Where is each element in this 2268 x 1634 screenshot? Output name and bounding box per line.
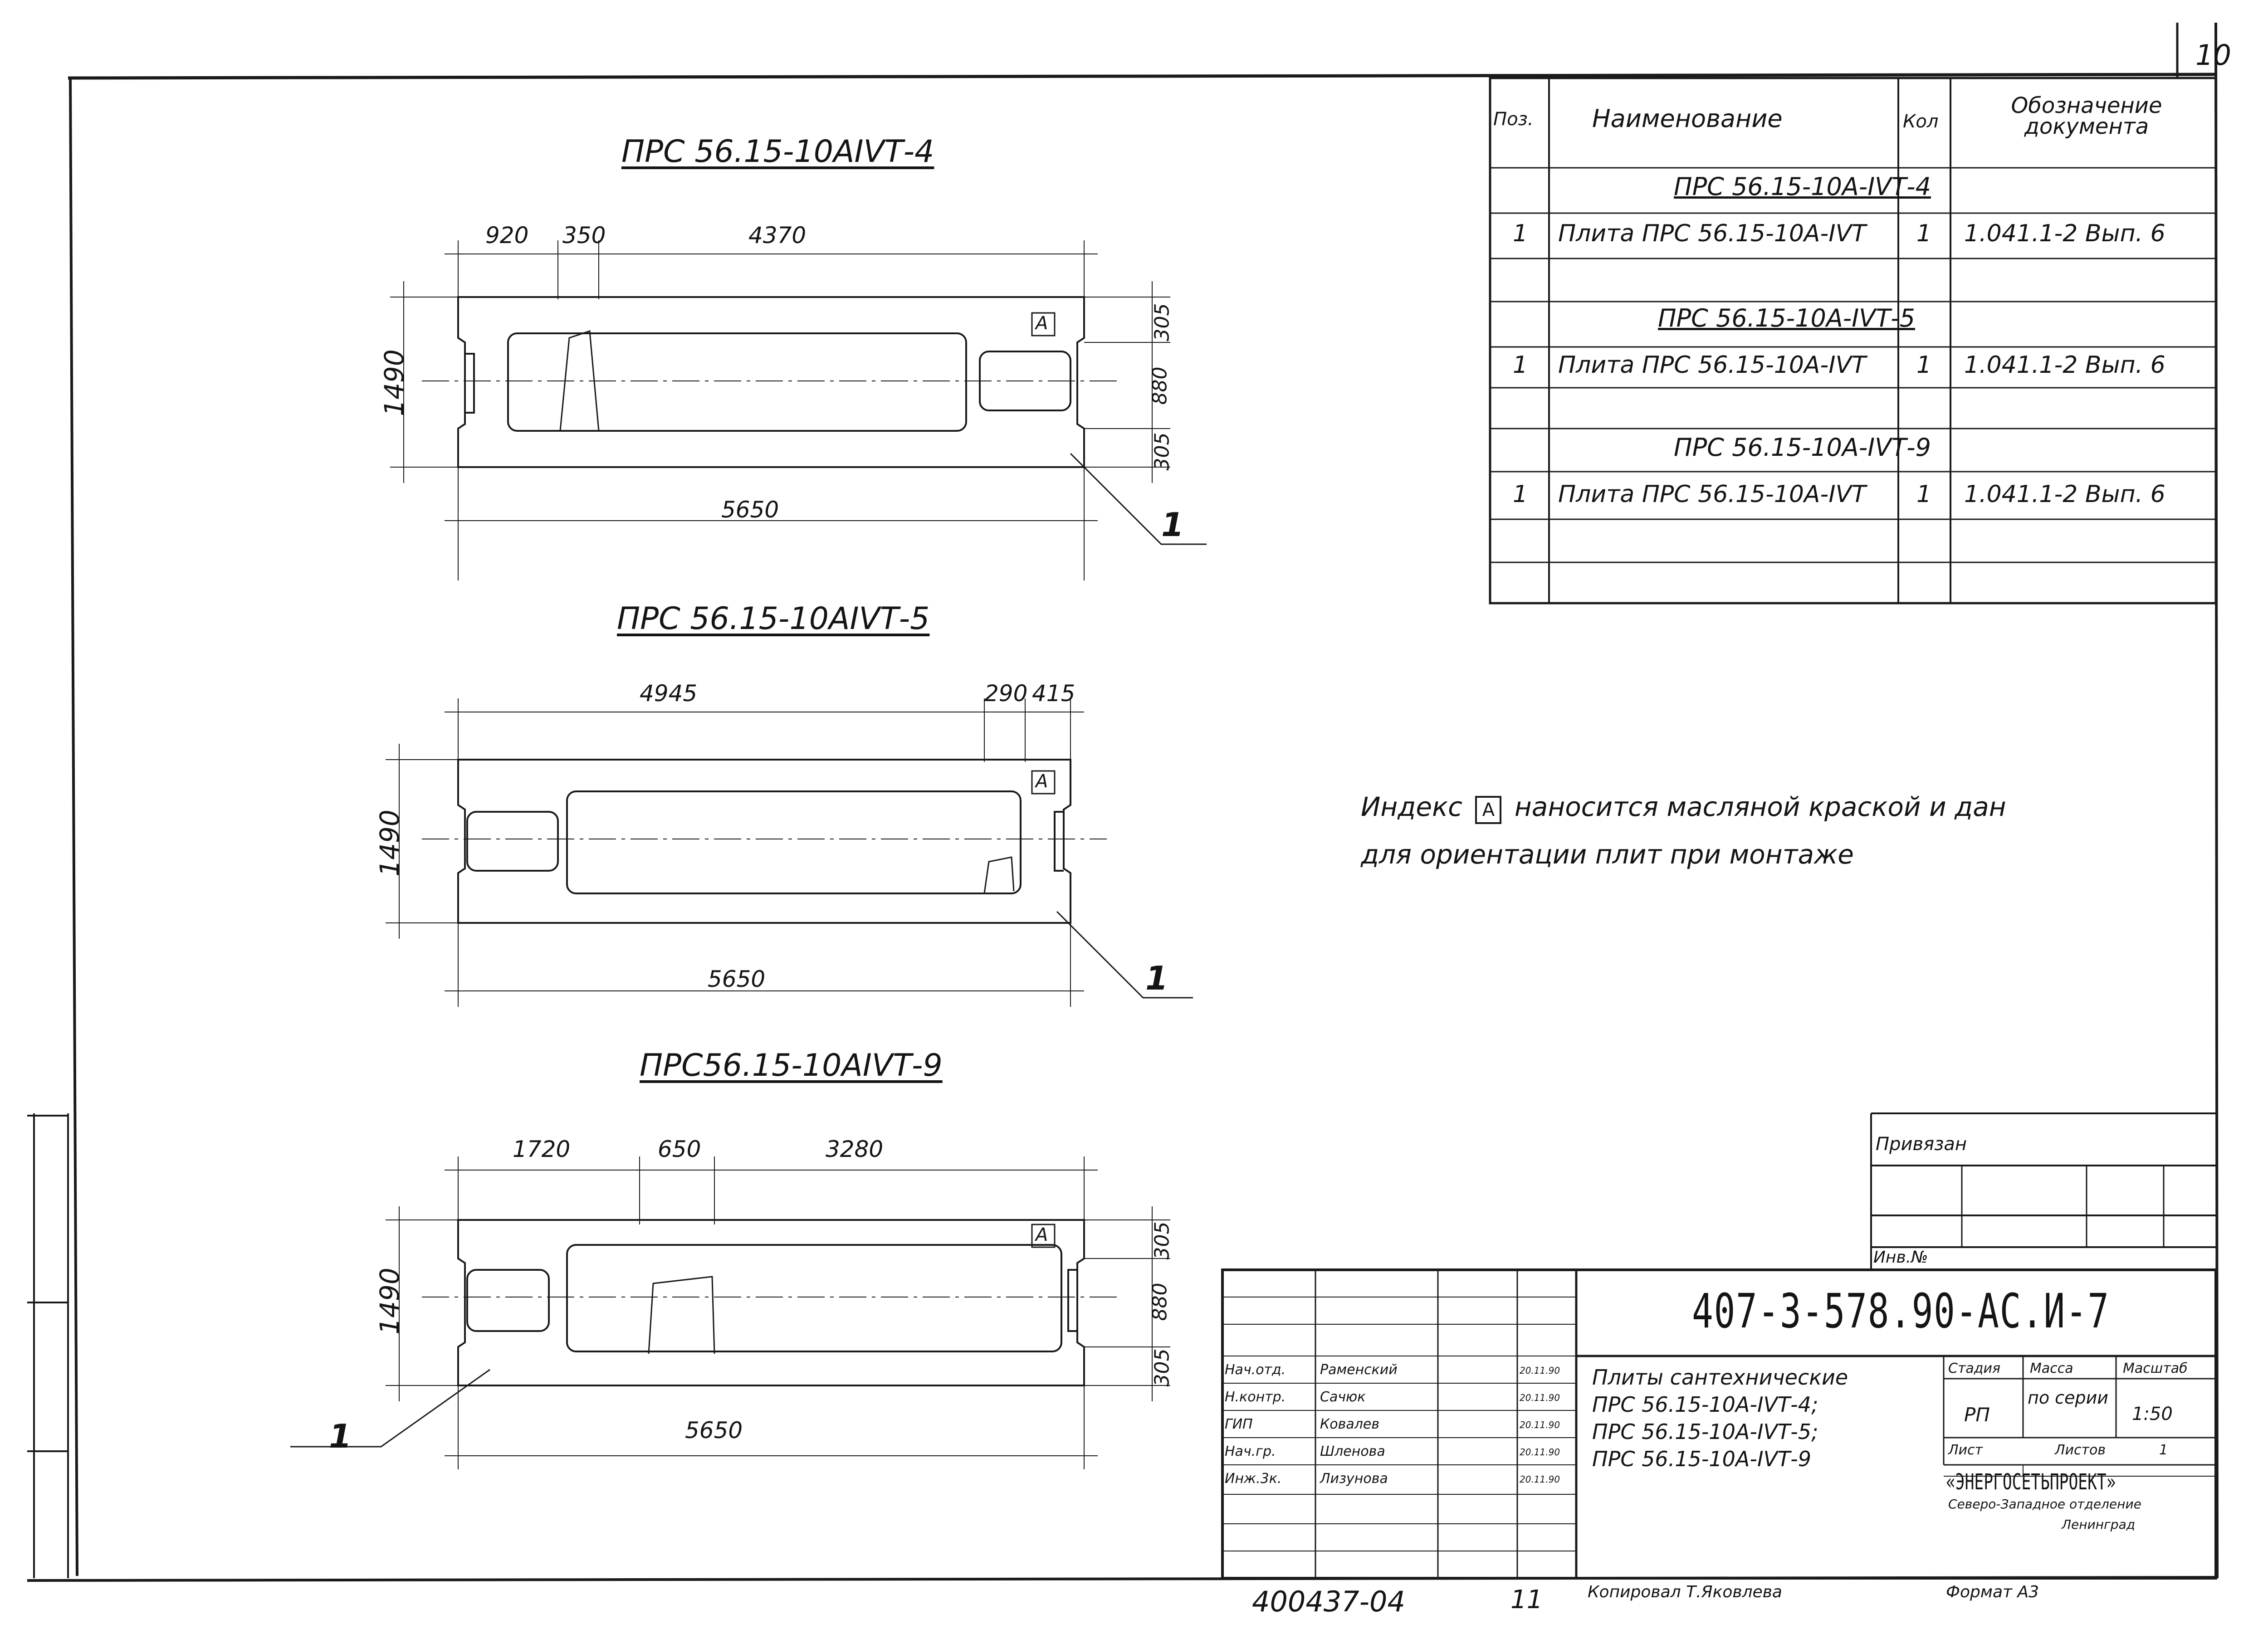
mass-label: Масса xyxy=(2030,1361,2073,1376)
drawing-2-height: 1490 xyxy=(374,810,405,877)
drawing-3-height: 1490 xyxy=(374,1268,405,1335)
desc-line-1: Плиты сантехнические xyxy=(1592,1365,1848,1390)
mass-value: по серии xyxy=(2028,1388,2108,1408)
desc-line-2: ПРС 56.15-10А-IVТ-4; xyxy=(1592,1392,1818,1417)
drawing-3-index: А xyxy=(1036,1224,1048,1245)
drawing-1-dim-right-2: 880 xyxy=(1148,366,1172,405)
sig-role-4: Нач.гр. xyxy=(1225,1444,1276,1459)
spec-header-name: Наименование xyxy=(1592,104,1783,133)
spec-doc-1: 1.041.1-2 Вып. 6 xyxy=(1964,220,2165,247)
stage-label: Стадия xyxy=(1948,1361,2001,1376)
sig-role-3: ГИП xyxy=(1225,1416,1253,1432)
drawing-3-leader: 1 xyxy=(329,1417,352,1455)
drawing-3-dim-right-2: 880 xyxy=(1148,1283,1172,1321)
drawing-3-length: 5650 xyxy=(685,1417,743,1444)
drawing-2-title: ПРС 56.15-10АIVТ-5 xyxy=(617,601,930,637)
sheets-label: Листов xyxy=(2055,1442,2106,1458)
drawing-3-dim-right-1: 305 xyxy=(1150,1221,1174,1260)
spec-group-title-2: ПРС 56.15-10А-IVТ-5 xyxy=(1658,304,1915,332)
drawing-1-dim-right-1: 305 xyxy=(1150,303,1174,341)
sig-name-4: Шленова xyxy=(1320,1444,1385,1459)
spec-doc-3: 1.041.1-2 Вып. 6 xyxy=(1964,481,2165,508)
drawing-3-dim-right-3: 305 xyxy=(1150,1348,1174,1387)
sig-name-3: Ковалев xyxy=(1320,1416,1380,1432)
drawing-1-leader: 1 xyxy=(1161,506,1184,544)
spec-header-qty: Кол xyxy=(1903,111,1939,132)
org-branch: Северо-Западное отделение xyxy=(1948,1497,2141,1512)
spec-header-pos: Поз. xyxy=(1493,109,1534,130)
sig-role-5: Инж.3к. xyxy=(1225,1471,1282,1487)
drawing-3-dim-top-2: 650 xyxy=(658,1136,701,1162)
spec-pos-1: 1 xyxy=(1513,220,1528,247)
drawing-3-dim-top-3: 3280 xyxy=(826,1136,884,1162)
org-name: «ЭНЕРГОСЕТЬПРОЕКТ» xyxy=(1946,1469,2116,1495)
drawing-1-length: 5650 xyxy=(721,497,779,523)
desc-line-4: ПРС 56.15-10А-IVТ-9 xyxy=(1592,1447,1811,1471)
scale-value: 1:50 xyxy=(2132,1404,2173,1424)
org-city: Ленинград xyxy=(2062,1517,2136,1532)
drawing-3-title: ПРС56.15-10АIVТ-9 xyxy=(640,1048,943,1083)
drawing-1-dim-top-1: 920 xyxy=(485,222,529,249)
spec-name-2: Плита ПРС 56.15-10А-IVТ xyxy=(1558,351,1866,379)
sig-role-2: Н.контр. xyxy=(1225,1389,1286,1405)
inv-label: Инв.№ xyxy=(1873,1248,1928,1267)
sig-name-5: Лизунова xyxy=(1320,1471,1388,1487)
drawing-1-dim-top-2: 350 xyxy=(562,222,606,249)
note-prefix: Индекс xyxy=(1361,791,1463,822)
sig-date-3: 20.11.90 xyxy=(1520,1419,1560,1430)
drawing-1-dim-top-3: 4370 xyxy=(748,222,807,249)
spec-pos-2: 1 xyxy=(1513,351,1528,379)
drawing-2-dim-top-2: 290 xyxy=(984,680,1028,707)
sig-date-1: 20.11.90 xyxy=(1520,1365,1560,1376)
sig-name-1: Раменский xyxy=(1320,1362,1398,1378)
inventory-number: 400437-04 xyxy=(1252,1585,1405,1618)
drawing-1-title: ПРС 56.15-10АIVТ-4 xyxy=(621,134,934,170)
sheet-label: Лист xyxy=(1948,1442,1983,1458)
scale-label: Масштаб xyxy=(2123,1361,2188,1376)
spec-header-doc: Обозначение документа xyxy=(2011,93,2162,139)
copied-by: Копировал Т.Яковлева xyxy=(1588,1583,1782,1601)
drawing-1-dim-right-3: 305 xyxy=(1150,432,1174,471)
sig-date-5: 20.11.90 xyxy=(1520,1474,1560,1485)
spec-group-title-1: ПРС 56.15-10А-IVТ-4 xyxy=(1674,172,1931,201)
drawing-1-height: 1490 xyxy=(378,349,410,416)
spec-group-title-3: ПРС 56.15-10А-IVТ-9 xyxy=(1674,433,1931,462)
spec-pos-3: 1 xyxy=(1513,481,1528,508)
sheets-value: 1 xyxy=(2159,1442,2168,1458)
sig-name-2: Сачюк xyxy=(1320,1389,1366,1405)
sig-date-2: 20.11.90 xyxy=(1520,1392,1560,1403)
spec-qty-3: 1 xyxy=(1916,481,1932,508)
drawing-2-dim-top-1: 4945 xyxy=(640,680,698,707)
document-code: 407-3-578.90-АС.И-7 xyxy=(1692,1283,2110,1339)
desc-line-3: ПРС 56.15-10А-IVТ-5; xyxy=(1592,1419,1818,1444)
stage-value: РП xyxy=(1964,1404,1990,1426)
sig-date-4: 20.11.90 xyxy=(1520,1447,1560,1458)
spec-name-1: Плита ПРС 56.15-10А-IVТ xyxy=(1558,220,1866,247)
drawing-2-dim-top-3: 415 xyxy=(1032,680,1075,707)
bound-label: Привязан xyxy=(1876,1134,1967,1155)
note-suffix: наносится масляной краской и дан xyxy=(1514,791,2006,822)
bottom-sheet-number: 11 xyxy=(1510,1585,1543,1614)
format-label: Формат А3 xyxy=(1946,1583,2039,1601)
drawing-1-index: А xyxy=(1036,313,1048,334)
page-number: 10 xyxy=(2195,39,2231,72)
spec-doc-2: 1.041.1-2 Вып. 6 xyxy=(1964,351,2165,379)
drawing-3-dim-top-1: 1720 xyxy=(513,1136,571,1162)
sig-role-1: Нач.отд. xyxy=(1225,1362,1286,1378)
spec-qty-2: 1 xyxy=(1916,351,1932,379)
spec-name-3: Плита ПРС 56.15-10А-IVТ xyxy=(1558,481,1866,508)
drawing-2-length: 5650 xyxy=(708,966,766,992)
drawing-2-index: А xyxy=(1036,771,1048,792)
drawing-2-leader: 1 xyxy=(1145,959,1168,997)
spec-qty-1: 1 xyxy=(1916,220,1932,247)
note-index-box: А xyxy=(1475,796,1502,824)
note-line-2: для ориентации плит при монтаже xyxy=(1361,839,1854,870)
note-line-1: Индекс А наносится масляной краской и да… xyxy=(1361,791,2006,824)
